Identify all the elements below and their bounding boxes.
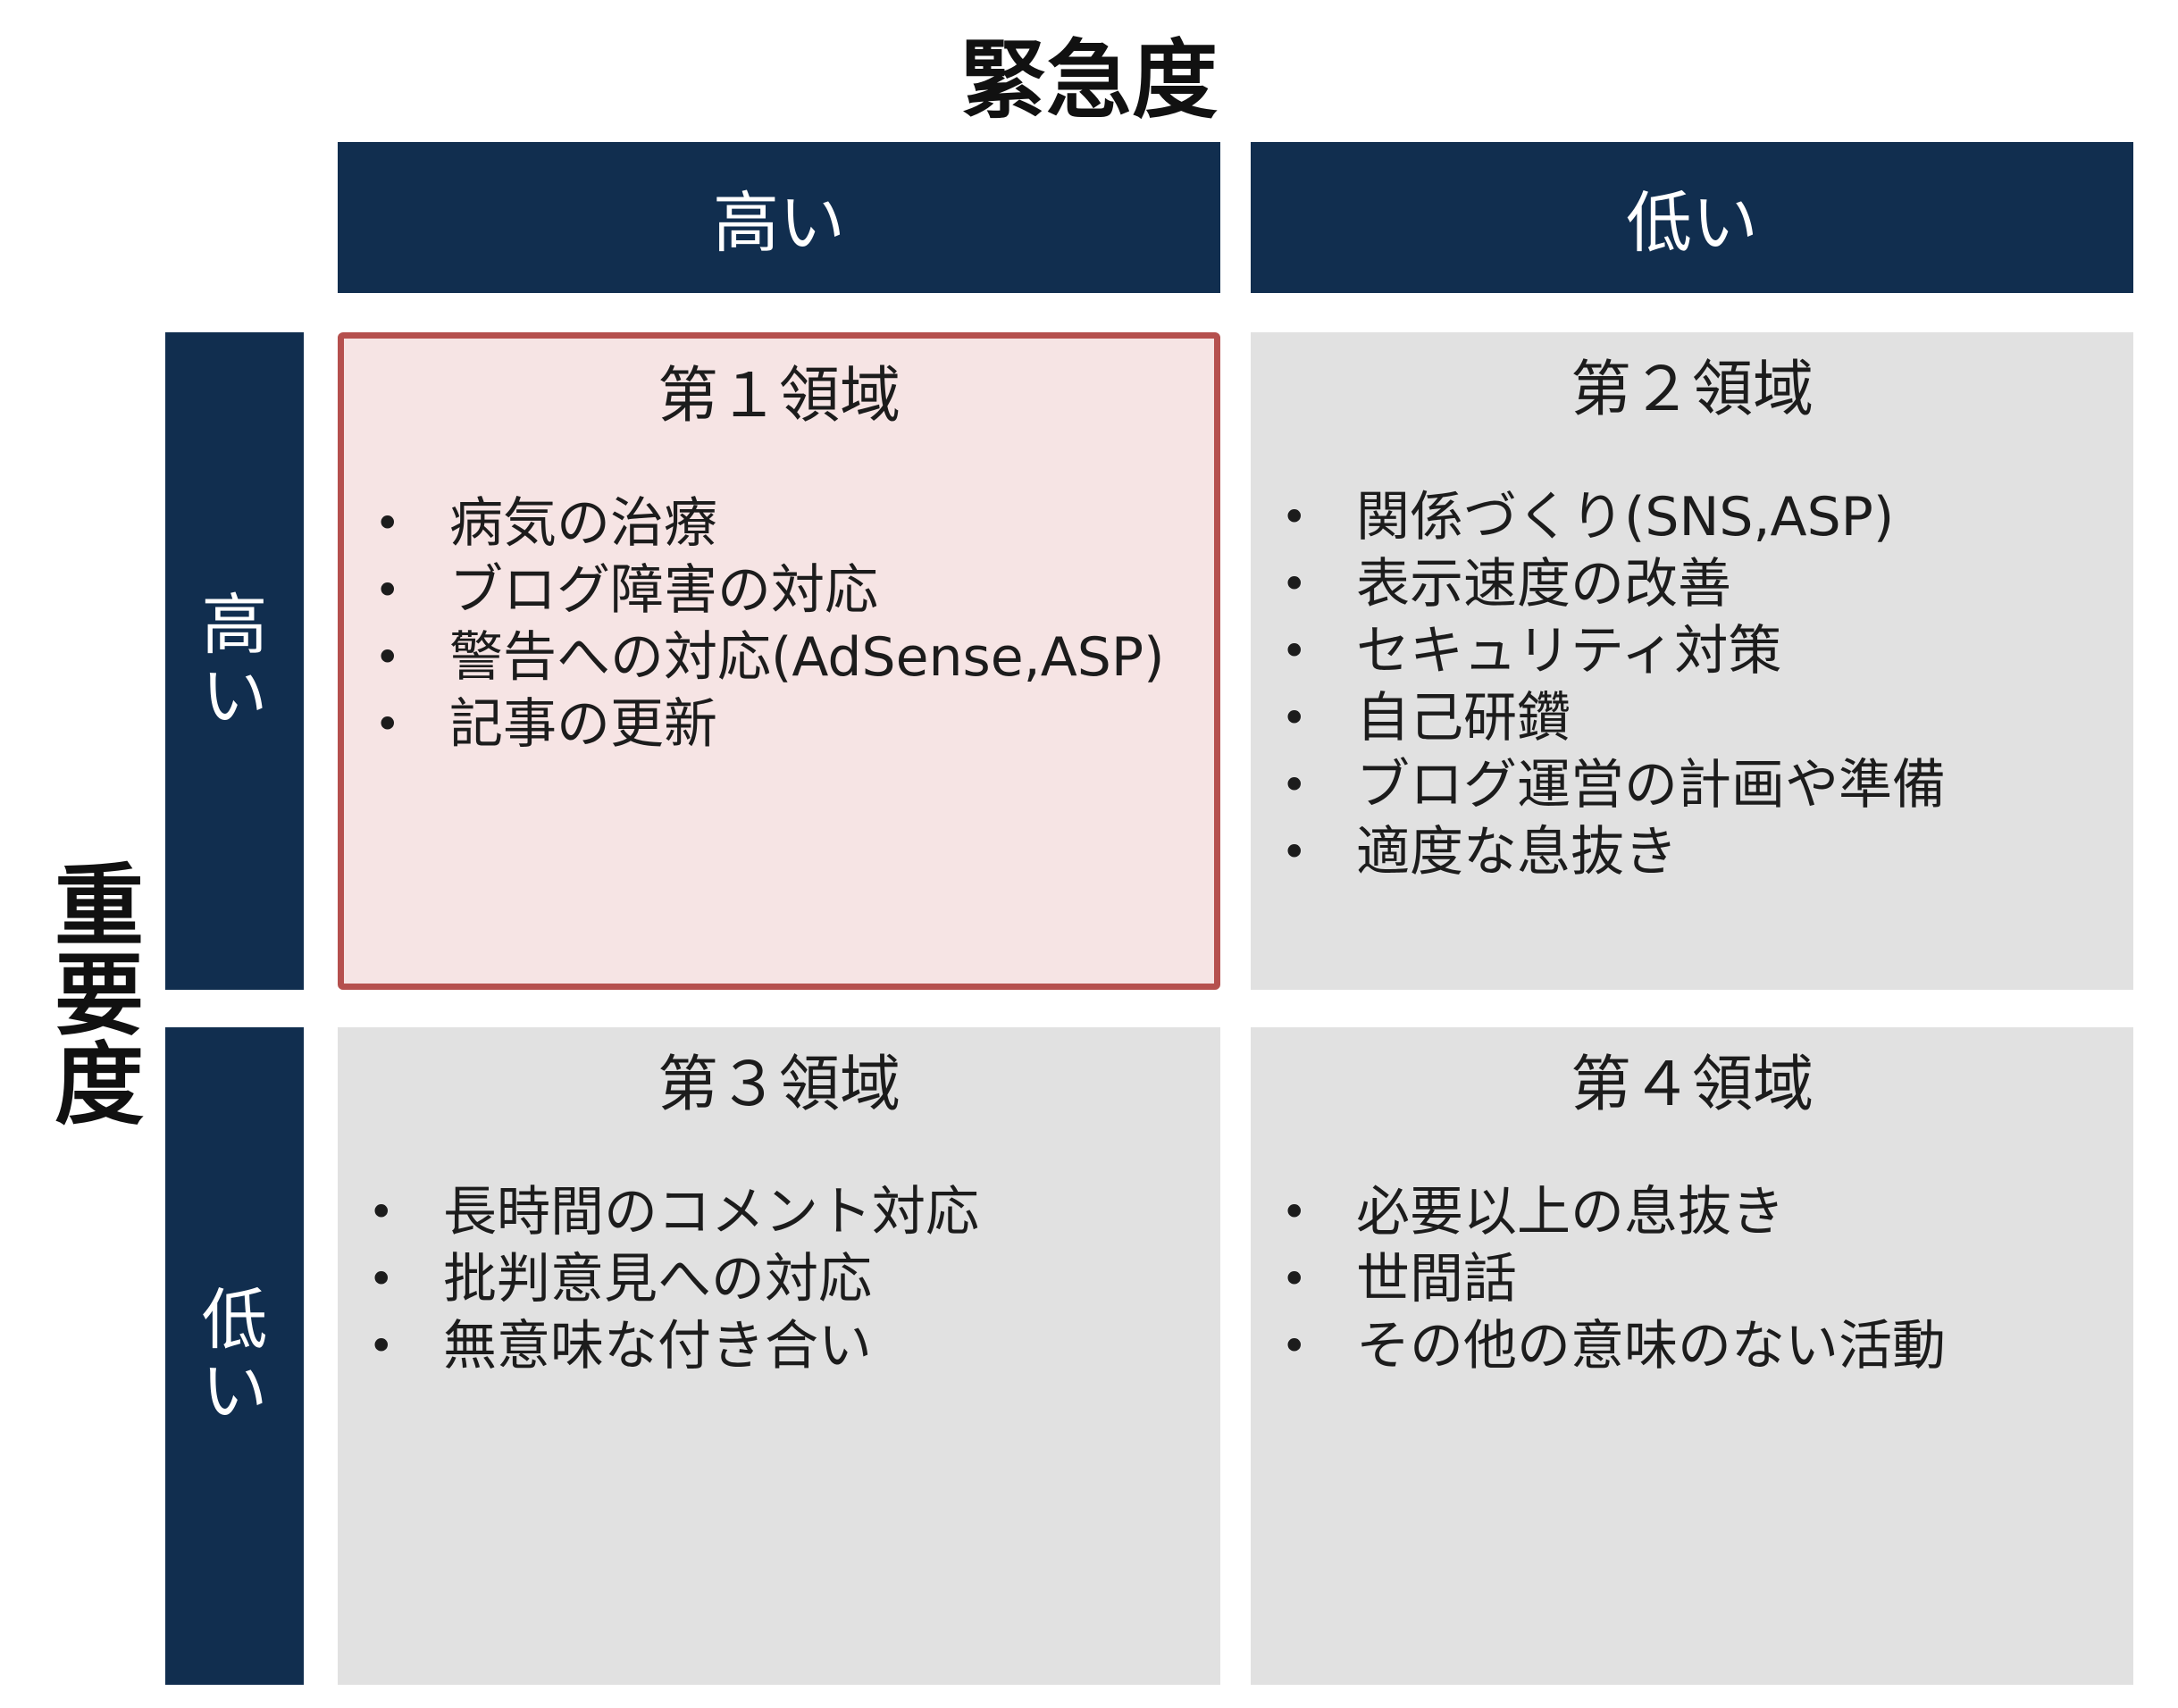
list-item: 無意味な付き合い: [364, 1313, 1211, 1380]
quadrant-list: 必要以上の息抜き 世間話 その他の意味のない活動: [1277, 1179, 2124, 1380]
quadrant-3: 第３領域 長時間のコメント対応 批判意見への対応 無意味な付き合い: [338, 1027, 1220, 1685]
quadrant-list: 病気の治療 ブログ障害の対応 警告への対応(AdSense,ASP) 記事の更新: [371, 490, 1205, 758]
quadrant-title: 第４領域: [1570, 1050, 1814, 1120]
list-item: ブログ障害の対応: [371, 557, 1205, 624]
quadrant-list: 長時間のコメント対応 批判意見への対応 無意味な付き合い: [364, 1179, 1211, 1380]
list-item: その他の意味のない活動: [1277, 1313, 2124, 1380]
row-header-char: 高: [201, 587, 268, 664]
list-item: ブログ運営の計画や準備: [1277, 752, 2124, 819]
list-item: 長時間のコメント対応: [364, 1179, 1211, 1246]
row-header-char: い: [201, 1353, 268, 1430]
quadrant-1: 第１領域 病気の治療 ブログ障害の対応 警告への対応(AdSense,ASP) …: [338, 332, 1220, 990]
list-item: 自己研鑽: [1277, 685, 2124, 752]
list-item: 批判意見への対応: [364, 1246, 1211, 1313]
quadrant-list: 関係づくり(SNS,ASP) 表示速度の改善 セキュリティ対策 自己研鑽 ブログ…: [1277, 484, 2124, 886]
list-item: 警告への対応(AdSense,ASP): [371, 624, 1205, 691]
quadrant-2: 第２領域 関係づくり(SNS,ASP) 表示速度の改善 セキュリティ対策 自己研…: [1251, 332, 2133, 990]
list-item: 適度な息抜き: [1277, 819, 2124, 886]
importance-axis-char: 重: [54, 854, 144, 959]
importance-axis-title: 重 要 度: [41, 862, 157, 1130]
importance-high-header: 高 い: [165, 332, 304, 990]
list-item: 世間話: [1277, 1246, 2124, 1313]
list-item: 必要以上の息抜き: [1277, 1179, 2124, 1246]
list-item: セキュリティ対策: [1277, 618, 2124, 685]
importance-low-header: 低 い: [165, 1027, 304, 1685]
row-header-char: い: [201, 658, 268, 735]
list-item: 記事の更新: [371, 691, 1205, 758]
list-item: 表示速度の改善: [1277, 551, 2124, 618]
list-item: 関係づくり(SNS,ASP): [1277, 484, 2124, 551]
quadrant-title: 第２領域: [1570, 355, 1814, 425]
row-header-char: 低: [201, 1282, 268, 1359]
quadrant-title: 第３領域: [657, 1050, 901, 1120]
urgency-low-header: 低い: [1251, 142, 2133, 293]
quadrant-title: 第１領域: [657, 361, 901, 431]
urgency-high-header: 高い: [338, 142, 1220, 293]
list-item: 病気の治療: [371, 490, 1205, 557]
urgency-axis-title: 緊急度: [960, 30, 1218, 130]
importance-axis-char: 要: [54, 943, 144, 1048]
quadrant-4: 第４領域 必要以上の息抜き 世間話 その他の意味のない活動: [1251, 1027, 2133, 1685]
importance-axis-char: 度: [54, 1033, 144, 1137]
